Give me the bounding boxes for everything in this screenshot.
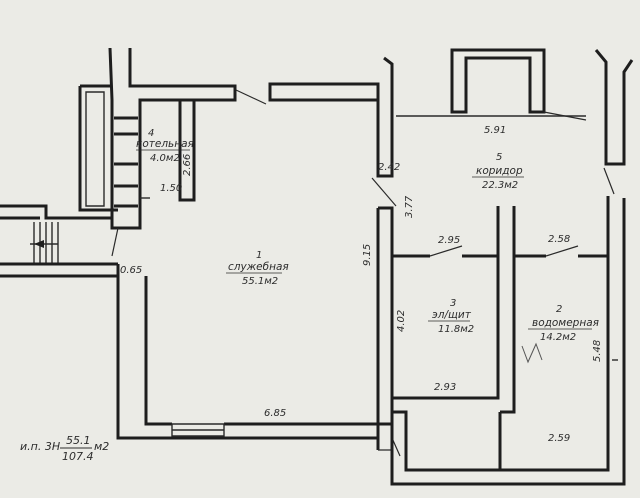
room-label-2: 2 водомерная 14.2м2 bbox=[521, 304, 599, 364]
room-4-name: котельная bbox=[136, 138, 194, 150]
room-5-area: 22.3м2 bbox=[482, 180, 518, 191]
dim-2-66: 2.66 bbox=[182, 154, 193, 176]
room-1-number: 1 bbox=[256, 250, 262, 261]
room-3-name: эл/щит bbox=[432, 309, 472, 321]
room-4-area: 4.0м2 bbox=[150, 153, 180, 164]
room-1-name: служебная bbox=[228, 261, 289, 273]
dim-2-58: 2.58 bbox=[548, 234, 570, 245]
room-4-number: 4 bbox=[148, 128, 154, 139]
scribble-mark bbox=[521, 342, 543, 364]
dim-5-91: 5.91 bbox=[484, 125, 506, 136]
summary-prefix: и.п. 3Н bbox=[20, 440, 60, 453]
room-label-5: 5 коридор 22.3м2 bbox=[472, 152, 524, 191]
dim-5-48: 5.48 bbox=[592, 340, 603, 362]
right-walls bbox=[390, 49, 634, 486]
entrance-stairs bbox=[0, 204, 118, 278]
dim-9-15: 9.15 bbox=[362, 244, 373, 266]
main-room-walls bbox=[116, 89, 401, 457]
dim-4-02: 4.02 bbox=[396, 310, 407, 332]
room-3-number: 3 bbox=[450, 298, 456, 309]
room-3-area: 11.8м2 bbox=[438, 324, 474, 335]
top-walls bbox=[268, 48, 587, 207]
room-2-number: 2 bbox=[556, 304, 562, 315]
room-2-name: водомерная bbox=[532, 317, 599, 329]
room-label-1: 1 служебная 55.1м2 bbox=[226, 250, 289, 287]
dim-2-93: 2.93 bbox=[434, 382, 456, 393]
summary-denominator: 107.4 bbox=[62, 450, 94, 463]
room-5-name: коридор bbox=[476, 165, 523, 177]
room-label-4: 4 котельная 4.0м2 bbox=[136, 128, 194, 164]
dim-2-59: 2.59 bbox=[548, 433, 570, 444]
dim-6-85: 6.85 bbox=[264, 408, 286, 419]
dim-3-77: 3.77 bbox=[404, 195, 415, 218]
area-summary: и.п. 3Н 55.1 107.4 м2 bbox=[20, 434, 109, 463]
dimension-labels: 5.91 2.42 3.77 2.66 1.50 2.95 2.58 9.15 … bbox=[120, 125, 603, 444]
room-label-3: 3 эл/щит 11.8м2 bbox=[428, 298, 474, 335]
dim-0-65: 0.65 bbox=[120, 265, 142, 276]
room-2-area: 14.2м2 bbox=[540, 332, 576, 343]
summary-numerator: 55.1 bbox=[66, 434, 91, 447]
dim-2-95: 2.95 bbox=[438, 235, 460, 246]
dim-1-50: 1.50 bbox=[160, 183, 182, 194]
room-1-area: 55.1м2 bbox=[242, 276, 278, 287]
interior-partitions bbox=[392, 206, 608, 414]
dim-2-42: 2.42 bbox=[378, 162, 400, 173]
summary-unit: м2 bbox=[94, 440, 109, 453]
room-5-number: 5 bbox=[496, 152, 502, 163]
